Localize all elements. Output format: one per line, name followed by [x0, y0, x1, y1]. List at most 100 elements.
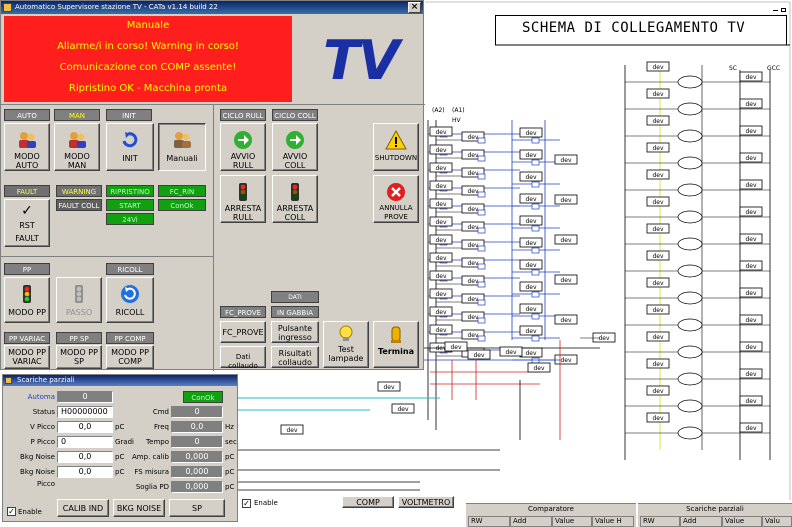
device-box[interactable] [646, 331, 670, 342]
device-box[interactable] [429, 234, 453, 245]
device-box[interactable] [519, 325, 543, 336]
device-box[interactable] [429, 216, 453, 227]
ricoll-button[interactable]: RICOLL [106, 277, 154, 323]
device-box[interactable] [739, 395, 763, 406]
device-box[interactable] [646, 169, 670, 180]
enable-checkbox[interactable]: ✓ [242, 499, 251, 508]
device-box[interactable] [739, 422, 763, 433]
sp-button[interactable]: SP [169, 499, 225, 517]
device-box[interactable] [739, 125, 763, 136]
maximize-icon[interactable] [781, 8, 786, 12]
device-box[interactable] [592, 332, 616, 343]
device-box[interactable] [429, 144, 453, 155]
passo-button[interactable]: PASSO [56, 277, 102, 323]
device-box[interactable] [554, 234, 578, 245]
modo-auto-button[interactable]: MODO AUTO [4, 123, 50, 171]
device-box[interactable] [461, 203, 485, 214]
device-box[interactable] [646, 61, 670, 72]
device-box[interactable] [739, 287, 763, 298]
device-box[interactable] [429, 126, 453, 137]
test-lampade-button[interactable]: Test lampade [323, 321, 369, 368]
device-box[interactable] [429, 162, 453, 173]
device-box[interactable] [739, 179, 763, 190]
device-box[interactable] [519, 259, 543, 270]
device-box[interactable] [280, 424, 304, 435]
schematic-window-controls[interactable] [773, 8, 787, 16]
modo-pp-comp-button[interactable]: MODO PP COMP [106, 345, 154, 369]
enable-checkbox[interactable]: ✓ [7, 507, 16, 516]
device-box[interactable] [444, 341, 468, 352]
fc-prove-button[interactable]: FC_PROVE [220, 321, 266, 343]
manuali-button[interactable]: Manuali [158, 123, 206, 171]
device-box[interactable] [429, 288, 453, 299]
device-box[interactable] [519, 149, 543, 160]
device-box[interactable] [646, 277, 670, 288]
device-box[interactable] [646, 412, 670, 423]
device-box[interactable] [519, 193, 543, 204]
device-box[interactable] [461, 311, 485, 322]
device-box[interactable] [429, 180, 453, 191]
device-box[interactable] [519, 171, 543, 182]
avvio-coll-button[interactable]: AVVIO COLL [272, 123, 318, 171]
device-box[interactable] [646, 385, 670, 396]
modo-man-button[interactable]: MODO MAN [54, 123, 100, 171]
device-box[interactable] [391, 403, 415, 414]
device-box[interactable] [646, 250, 670, 261]
device-box[interactable] [429, 306, 453, 317]
pulsante-ingresso-button[interactable]: Pulsante ingresso [271, 321, 319, 343]
rst-fault-button[interactable]: ✓ RST FAULT [4, 199, 50, 247]
device-box[interactable] [739, 98, 763, 109]
device-box[interactable] [527, 362, 551, 373]
device-box[interactable] [646, 304, 670, 315]
annulla-prove-button[interactable]: ANNULLA PROVE [373, 175, 419, 223]
device-box[interactable] [646, 223, 670, 234]
device-box[interactable] [519, 127, 543, 138]
device-box[interactable] [461, 329, 485, 340]
close-button[interactable]: × [408, 2, 421, 13]
device-box[interactable] [739, 206, 763, 217]
calib-ind-button[interactable]: CALIB IND [57, 499, 109, 517]
device-box[interactable] [519, 303, 543, 314]
minimize-icon[interactable] [773, 10, 778, 11]
device-box[interactable] [646, 196, 670, 207]
device-box[interactable] [429, 270, 453, 281]
device-box[interactable] [554, 354, 578, 365]
device-box[interactable] [461, 221, 485, 232]
device-box[interactable] [646, 88, 670, 99]
device-box[interactable] [429, 252, 453, 263]
device-box[interactable] [554, 154, 578, 165]
device-box[interactable] [519, 237, 543, 248]
device-box[interactable] [646, 358, 670, 369]
voltmetro-button[interactable]: VOLTMETRO [398, 496, 454, 508]
shutdown-button[interactable]: SHUTDOWN [373, 123, 419, 171]
comp-button[interactable]: COMP [342, 496, 394, 508]
arresta-rull-button[interactable]: ARRESTA RULL [220, 175, 266, 223]
risultati-collaudo-button[interactable]: Risultati collaudo [271, 346, 319, 368]
device-box[interactable] [461, 293, 485, 304]
device-box[interactable] [739, 260, 763, 271]
bkg-noise-button[interactable]: BKG NOISE [113, 499, 165, 517]
device-box[interactable] [461, 167, 485, 178]
init-button[interactable]: INIT [106, 123, 154, 171]
arresta-coll-button[interactable]: ARRESTA COLL [272, 175, 318, 223]
device-box[interactable] [554, 274, 578, 285]
device-box[interactable] [519, 281, 543, 292]
device-box[interactable] [554, 314, 578, 325]
device-box[interactable] [461, 257, 485, 268]
device-box[interactable] [739, 71, 763, 82]
modo-pp-variac-button[interactable]: MODO PP VARIAC [4, 345, 50, 369]
dati-collaudo-button[interactable]: Dati collaudo [220, 346, 266, 370]
device-box[interactable] [377, 381, 401, 392]
device-box[interactable] [646, 115, 670, 126]
device-box[interactable] [739, 152, 763, 163]
device-box[interactable] [739, 341, 763, 352]
device-box[interactable] [461, 239, 485, 250]
device-box[interactable] [554, 194, 578, 205]
avvio-rull-button[interactable]: AVVIO RULL [220, 123, 266, 171]
device-box[interactable] [739, 368, 763, 379]
device-box[interactable] [429, 198, 453, 209]
device-box[interactable] [519, 215, 543, 226]
device-box[interactable] [461, 185, 485, 196]
device-box[interactable] [739, 314, 763, 325]
device-box[interactable] [499, 346, 523, 357]
